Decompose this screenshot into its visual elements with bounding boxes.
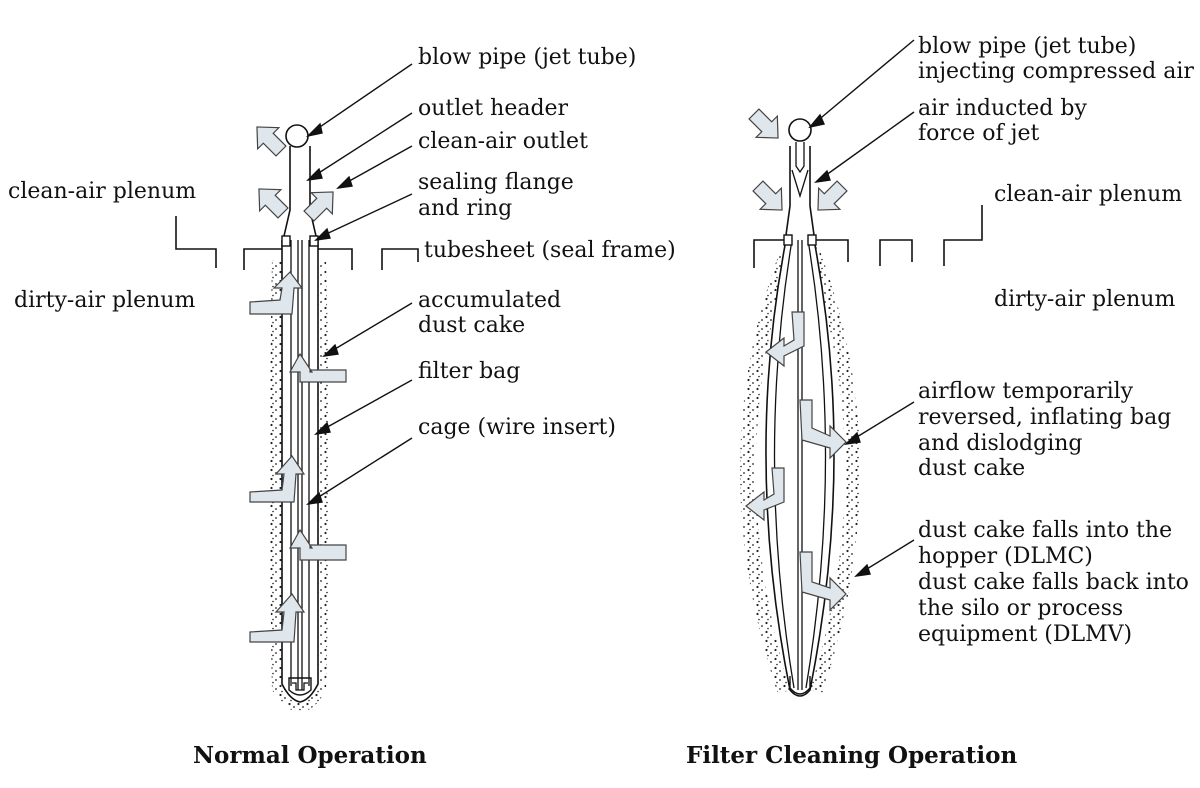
caption-filter-cleaning-operation: Filter Cleaning Operation: [686, 742, 1018, 769]
label-dirty-air-plenum-left: dirty-air plenum: [14, 288, 196, 313]
label-dirty-air-plenum-right: dirty-air plenum: [994, 287, 1176, 312]
label-clean-air-outlet: clean-air outlet: [418, 129, 588, 154]
cleaning-operation-figure: [739, 39, 983, 697]
label-dust-falls-3: dust cake falls back into: [918, 570, 1189, 595]
label-filter-bag: filter bag: [418, 359, 521, 384]
label-dust-falls-1: dust cake falls into the: [918, 518, 1173, 543]
label-force-of-jet: force of jet: [918, 121, 1040, 146]
dislodging-dust-cake: [739, 246, 794, 694]
label-blow-pipe-right: blow pipe (jet tube): [918, 34, 1137, 59]
label-injecting-air: injecting compressed air: [918, 59, 1194, 84]
label-blow-pipe: blow pipe (jet tube): [418, 45, 637, 70]
label-airflow-reversed-3: and dislodging: [918, 431, 1083, 456]
label-airflow-reversed-1: airflow temporarily: [918, 379, 1134, 404]
label-sealing-ring: and ring: [418, 196, 513, 221]
label-airflow-reversed-4: dust cake: [918, 456, 1026, 481]
label-clean-air-plenum-right: clean-air plenum: [994, 182, 1183, 207]
label-sealing-flange: sealing flange: [418, 170, 574, 195]
label-clean-air-plenum-left: clean-air plenum: [8, 179, 197, 204]
tubesheet: [175, 216, 217, 268]
label-air-inducted: air inducted by: [918, 96, 1087, 121]
label-accumulated: accumulated: [418, 288, 562, 313]
label-cage: cage (wire insert): [418, 415, 616, 440]
clean-air-outlet: [283, 146, 317, 237]
caption-normal-operation: Normal Operation: [193, 742, 427, 769]
label-outlet-header: outlet header: [418, 96, 569, 121]
label-airflow-reversed-2: reversed, inflating bag: [918, 405, 1172, 430]
blow-pipe-circle: [285, 124, 309, 148]
label-dust-cake: dust cake: [418, 313, 526, 338]
label-dust-falls-4: the silo or process: [918, 596, 1124, 621]
label-dust-falls-5: equipment (DLMV): [918, 622, 1133, 647]
normal-operation-figure: [175, 63, 419, 712]
label-tubesheet: tubesheet (seal frame): [424, 238, 676, 263]
label-dust-falls-2: hopper (DLMC): [918, 544, 1093, 569]
